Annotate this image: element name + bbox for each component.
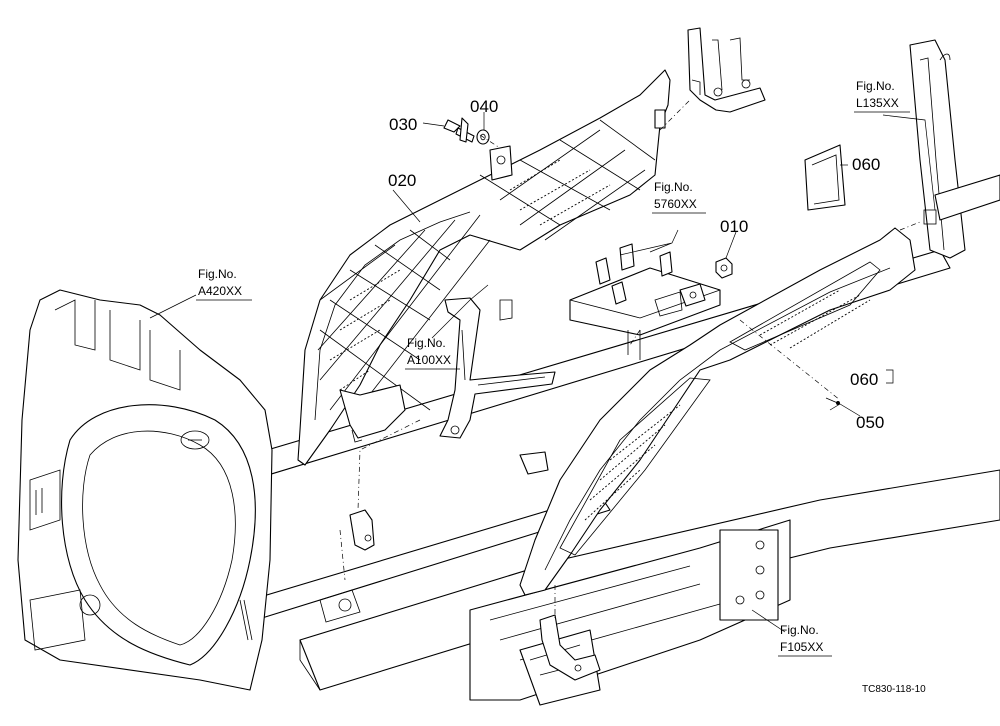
mounting-plate	[569, 243, 721, 360]
fig-ref-f105-code: F105XX	[780, 640, 823, 654]
fig-ref-a100-code: A100XX	[407, 353, 451, 367]
fig-ref-5760: Fig.No. 5760XX	[652, 180, 706, 214]
fig-ref-a100-title: Fig.No.	[407, 336, 446, 350]
fig-ref-l135-code: L135XX	[856, 96, 899, 110]
upright-bracket	[687, 27, 766, 113]
lower-bracket	[539, 614, 601, 681]
label-060-side: 060	[850, 370, 878, 389]
fig-ref-f105: Fig.No. F105XX	[778, 623, 832, 657]
fig-ref-l135: Fig.No. L135XX	[854, 79, 910, 113]
fig-ref-5760-title: Fig.No.	[654, 180, 693, 194]
upper-step-panel-020	[297, 69, 671, 466]
leader-lines	[149, 99, 936, 633]
drawing-code: TC830-118-10	[862, 684, 926, 695]
fig-ref-f105-title: Fig.No.	[780, 623, 819, 637]
small-bracket	[349, 509, 375, 551]
radiator-shroud	[17, 289, 273, 691]
fig-ref-a100: Fig.No. A100XX	[405, 336, 460, 370]
label-020: 020	[388, 171, 416, 190]
fig-ref-a420: Fig.No. A420XX	[196, 267, 252, 301]
fig-ref-5760-code: 5760XX	[654, 197, 697, 211]
label-050: 050	[856, 413, 884, 432]
pad-060	[804, 144, 846, 211]
cab-pillar	[909, 39, 1000, 259]
bolt-030	[443, 117, 475, 143]
fig-ref-a420-code: A420XX	[198, 284, 242, 298]
label-030: 030	[389, 115, 417, 134]
chassis-frame	[299, 469, 1000, 706]
bracket-a100	[439, 297, 556, 439]
fig-ref-a420-title: Fig.No.	[198, 267, 237, 281]
fig-ref-l135-title: Fig.No.	[856, 79, 895, 93]
label-060-top: 060	[852, 155, 880, 174]
label-010: 010	[720, 217, 748, 236]
step-tread-050	[519, 227, 916, 596]
nut-010	[715, 257, 733, 279]
label-040: 040	[470, 97, 498, 116]
